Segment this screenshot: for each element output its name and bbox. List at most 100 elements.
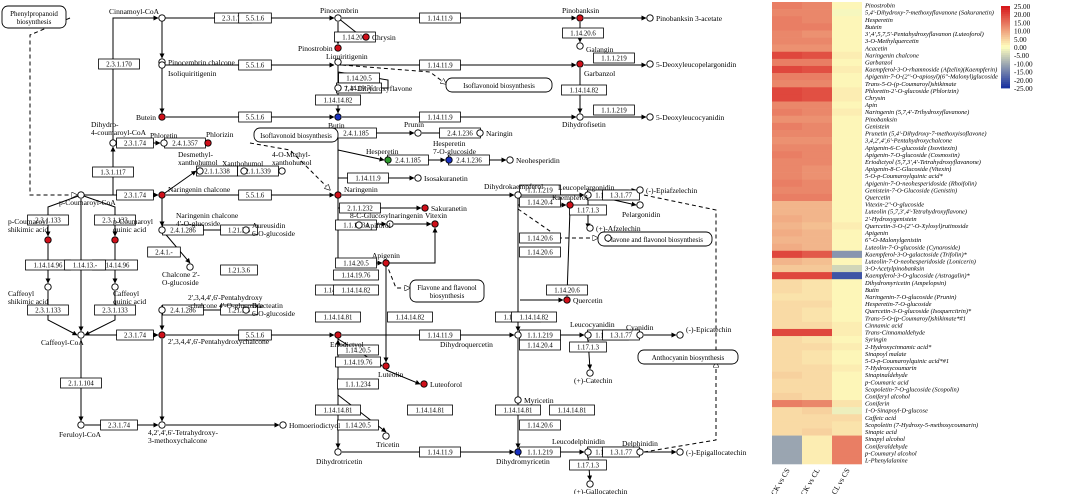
metabolite-node[interactable]: [158, 331, 166, 339]
metabolite-node[interactable]: [160, 139, 168, 147]
metabolite-node[interactable]: [576, 42, 584, 50]
metabolite-node[interactable]: [242, 226, 250, 234]
metabolite-node[interactable]: [44, 236, 52, 244]
pathway-map-box[interactable]: Anthocyanin biosynthesis: [637, 349, 739, 365]
metabolite-node[interactable]: [111, 236, 119, 244]
metabolite-node[interactable]: [158, 191, 166, 199]
metabolite-node[interactable]: [636, 201, 644, 209]
metabolite-node[interactable]: [676, 331, 684, 339]
metabolite-row-label: Genistein: [865, 123, 890, 130]
svg-text:2.1.1.232: 2.1.1.232: [347, 206, 373, 213]
metabolite-node[interactable]: [186, 263, 194, 271]
metabolite-node[interactable]: [158, 113, 166, 121]
metabolite-node[interactable]: [476, 129, 484, 137]
metabolite-node[interactable]: [240, 167, 248, 175]
metabolite-node[interactable]: [646, 14, 654, 22]
metabolite-node[interactable]: [584, 331, 592, 339]
enzyme-box: 1.14.11.9: [419, 59, 461, 71]
metabolite-node[interactable]: [431, 220, 439, 228]
metabolite-node[interactable]: [334, 448, 342, 456]
metabolite-node[interactable]: [44, 283, 52, 291]
pathway-map-box[interactable]: Isoflavonoid biosynthesis: [253, 127, 339, 143]
heatmap-cell: [832, 257, 862, 266]
metabolite-node[interactable]: [576, 14, 584, 22]
metabolite-node[interactable]: [576, 60, 584, 68]
heatmap-cell: [772, 421, 802, 429]
metabolite-label: 6-O-glucoside: [252, 229, 296, 238]
metabolite-node[interactable]: [563, 296, 571, 304]
metabolite-node[interactable]: [279, 421, 287, 429]
heatmap-cell: [832, 80, 862, 88]
metabolite-node[interactable]: [386, 220, 394, 228]
metabolite-node[interactable]: [414, 129, 422, 137]
metabolite-node[interactable]: [384, 156, 392, 164]
metabolite-node[interactable]: [382, 259, 390, 267]
metabolite-node[interactable]: [362, 33, 370, 41]
heatmap-cell: [802, 201, 832, 209]
metabolite-node[interactable]: [586, 224, 594, 232]
metabolite-node[interactable]: [204, 139, 212, 147]
metabolite-node[interactable]: [158, 61, 166, 69]
metabolite-node[interactable]: [584, 448, 592, 456]
metabolite-node[interactable]: [77, 331, 85, 339]
heatmap-cell: [802, 186, 832, 195]
heatmap-cell: [802, 279, 832, 287]
metabolite-node[interactable]: [646, 60, 654, 68]
metabolite-node[interactable]: [278, 167, 286, 175]
metabolite-node[interactable]: [414, 174, 422, 182]
enzyme-box: 2.3.1.170: [98, 58, 140, 70]
metabolite-node[interactable]: [77, 191, 85, 199]
metabolite-node[interactable]: [566, 201, 574, 209]
metabolite-node[interactable]: [158, 306, 166, 314]
metabolite-node[interactable]: [514, 191, 522, 199]
metabolite-node[interactable]: [158, 226, 166, 234]
metabolite-node[interactable]: [334, 14, 342, 22]
metabolite-node[interactable]: [576, 113, 584, 121]
metabolite-node[interactable]: [382, 432, 390, 440]
pathway-map-box[interactable]: Isoflavonoid biosynthesis: [445, 77, 553, 93]
metabolite-node[interactable]: [334, 58, 342, 66]
svg-text:1.14.14.81: 1.14.14.81: [416, 408, 445, 415]
metabolite-node[interactable]: [636, 331, 644, 339]
legend-swatch: [1001, 47, 1010, 50]
heatmap-cell: [772, 201, 802, 209]
enzyme-box: 1.17.1.3: [569, 341, 607, 353]
metabolite-node[interactable]: [636, 448, 644, 456]
metabolite-node[interactable]: [77, 421, 85, 429]
metabolite-node[interactable]: [111, 283, 119, 291]
metabolite-node[interactable]: [514, 448, 522, 456]
pathway-map-box[interactable]: Flavone and flavonol biosynthesis: [597, 231, 713, 247]
metabolite-node[interactable]: [420, 380, 428, 388]
metabolite-node[interactable]: [676, 448, 684, 456]
metabolite-node[interactable]: [646, 113, 654, 121]
metabolite-node[interactable]: [506, 156, 514, 164]
metabolite-node[interactable]: [586, 369, 594, 377]
metabolite-node[interactable]: [586, 480, 594, 488]
metabolite-node[interactable]: [355, 221, 363, 229]
map-label: Isoflavonoid biosynthesis: [463, 82, 535, 90]
metabolite-node[interactable]: [421, 204, 429, 212]
metabolite-node[interactable]: [334, 44, 342, 52]
metabolite-node[interactable]: [514, 331, 522, 339]
metabolite-node[interactable]: [334, 84, 342, 92]
metabolite-node[interactable]: [382, 362, 390, 370]
metabolite-node[interactable]: [196, 167, 204, 175]
metabolite-row-label: Coniferin: [865, 401, 890, 408]
enzyme-box: 2.1.1.104: [60, 377, 102, 389]
metabolite-node[interactable]: [334, 113, 342, 121]
metabolite-node[interactable]: [514, 396, 522, 404]
metabolite-node[interactable]: [334, 191, 342, 199]
metabolite-node[interactable]: [445, 156, 453, 164]
metabolite-node[interactable]: [158, 14, 166, 22]
metabolite-node[interactable]: [109, 139, 117, 147]
metabolite-node[interactable]: [334, 331, 342, 339]
metabolite-node[interactable]: [604, 234, 612, 242]
metabolite-node[interactable]: [158, 421, 166, 429]
metabolite-node[interactable]: [636, 186, 644, 194]
heatmap-cell: [832, 23, 862, 31]
metabolite-label: Phloretin: [150, 131, 178, 140]
metabolite-node[interactable]: [584, 191, 592, 199]
metabolite-node[interactable]: [242, 306, 250, 314]
